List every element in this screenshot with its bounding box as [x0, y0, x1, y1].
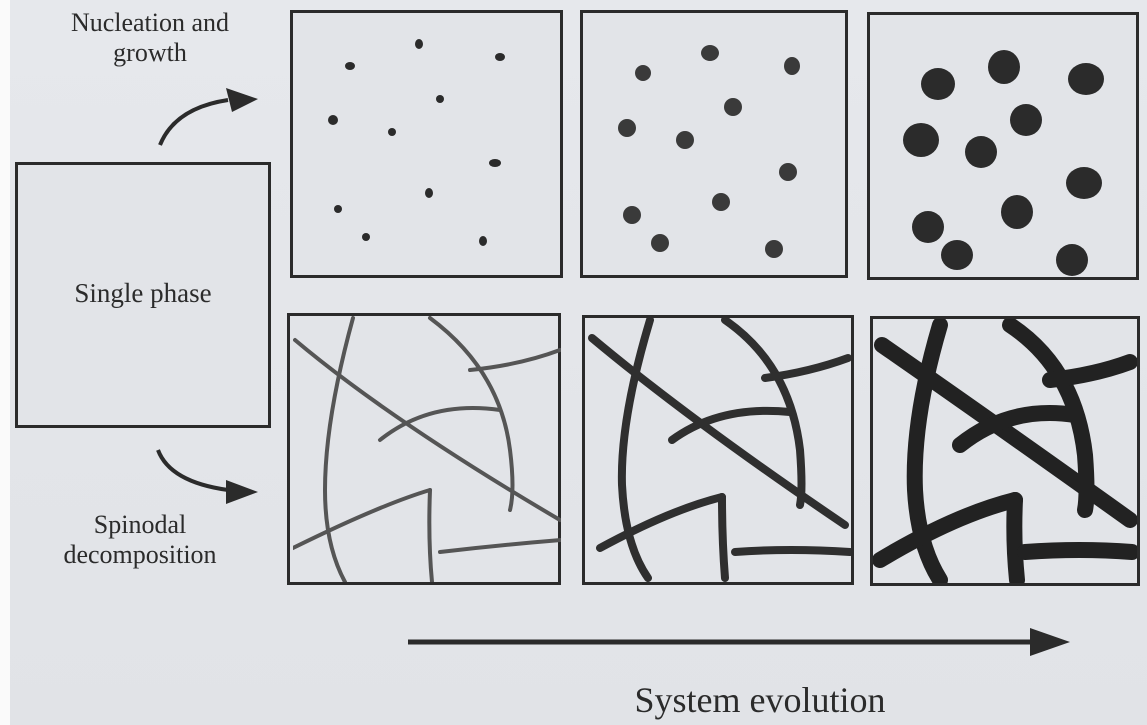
spinodal-network-thick — [880, 325, 1132, 580]
small-nuclei — [328, 39, 505, 246]
upper-curved-arrow — [160, 88, 258, 145]
spinodal-network-thin — [293, 318, 561, 582]
spinodal-network-medium — [592, 320, 850, 578]
medium-nuclei — [618, 45, 800, 258]
large-particles — [903, 50, 1104, 276]
evolution-arrow — [408, 628, 1070, 656]
lower-curved-arrow — [158, 450, 258, 504]
